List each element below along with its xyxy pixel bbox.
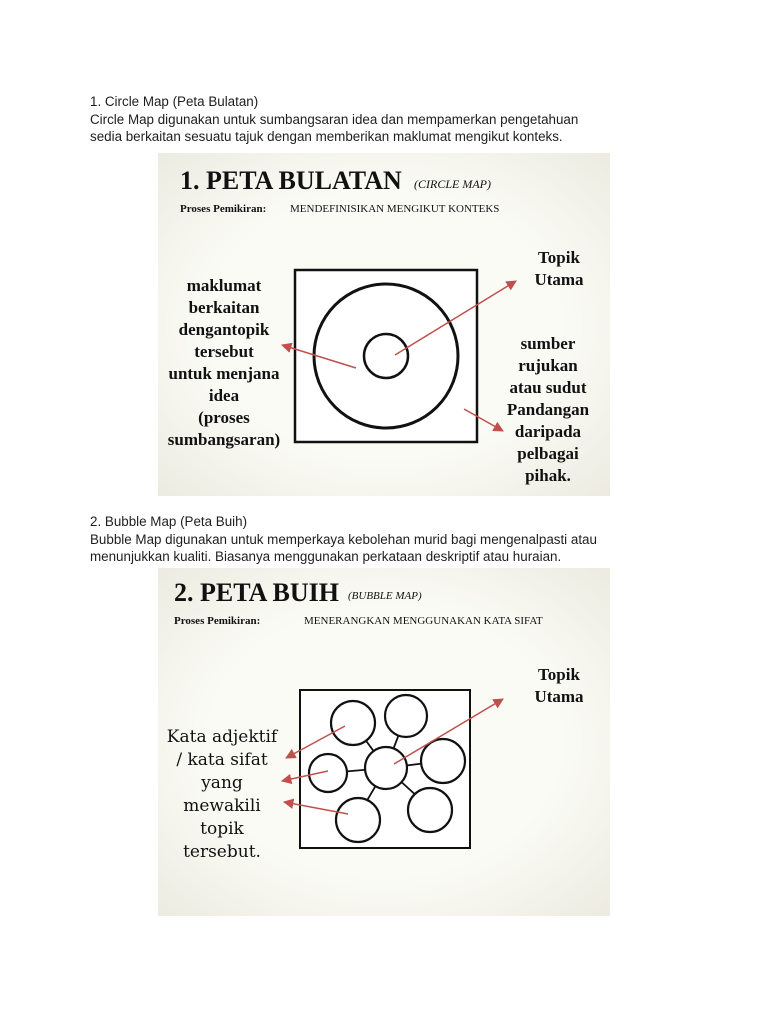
bubble	[383, 693, 429, 739]
arrow-left	[285, 725, 346, 759]
process-label: Proses Pemikiran:	[180, 203, 266, 215]
bubble-map-diagram: 2. PETA BUIH (BUBBLE MAP) Proses Pemikir…	[167, 578, 584, 862]
description-line: Circle Map digunakan untuk sumbangsaran …	[90, 111, 579, 127]
label-line: sumbangsaran)	[168, 430, 280, 449]
label-line: rujukan	[518, 356, 578, 375]
section-heading: 1. Circle Map (Peta Bulatan)	[90, 94, 259, 109]
label-line: Utama	[534, 270, 584, 289]
label-line: tersebut.	[183, 842, 261, 862]
outer-circle	[312, 282, 460, 430]
arrow-topic	[394, 280, 517, 356]
label-line: Topik	[538, 248, 580, 267]
slide-title: 1. PETA BULATAN	[180, 166, 402, 195]
section-heading: 2. Bubble Map (Peta Buih)	[90, 514, 248, 529]
arrow-left	[280, 770, 329, 785]
left-label: Kata adjektif / kata sifat yang mewakili…	[167, 727, 279, 862]
right-label: sumber rujukan atau sudut Pandangan dari…	[507, 334, 590, 485]
label-line: Kata adjektif	[167, 727, 279, 747]
arrow-left	[280, 342, 357, 369]
topic-label: Topik Utama	[534, 665, 584, 706]
label-line: sumber	[521, 334, 576, 353]
arrow-left	[282, 798, 349, 815]
label-line: topik	[200, 819, 244, 839]
slide-subtitle: (CIRCLE MAP)	[414, 177, 491, 191]
section-bubble-map-text: 2. Bubble Map (Peta Buih) Bubble Map dig…	[90, 513, 690, 566]
bubble-map-slide: 2. PETA BUIH (BUBBLE MAP) Proses Pemikir…	[158, 568, 610, 916]
label-line: daripada	[515, 422, 582, 441]
label-line: / kata sifat	[176, 750, 268, 770]
label-line: idea	[209, 386, 240, 405]
label-line: Topik	[538, 665, 580, 684]
bubble	[406, 786, 454, 834]
label-line: tersebut	[194, 342, 254, 361]
label-line: atau sudut	[509, 378, 586, 397]
section-circle-map-text: 1. Circle Map (Peta Bulatan) Circle Map …	[90, 93, 690, 146]
circle-map-diagram: 1. PETA BULATAN (CIRCLE MAP) Proses Pemi…	[168, 166, 590, 485]
description-line: menunjukkan kualiti. Biasanya menggunaka…	[90, 549, 562, 564]
arrow-topic	[393, 698, 504, 765]
arrow-right	[463, 408, 504, 432]
process-label: Proses Pemikiran:	[174, 615, 260, 627]
center-bubble	[363, 745, 409, 791]
left-label: maklumat berkaitan dengantopik tersebut …	[168, 276, 280, 449]
bubble	[307, 752, 349, 794]
label-line: berkaitan	[189, 298, 260, 317]
label-line: (proses	[198, 408, 250, 427]
bubble	[334, 796, 382, 844]
frame-of-reference	[293, 268, 479, 444]
label-line: Pandangan	[507, 400, 590, 419]
process-value: MENDEFINISIKAN MENGIKUT KONTEKS	[290, 203, 499, 215]
slide-title: 2. PETA BUIH	[174, 578, 339, 607]
inner-circle	[362, 332, 410, 380]
label-line: yang	[200, 773, 243, 793]
circle-map-slide: 1. PETA BULATAN (CIRCLE MAP) Proses Pemi…	[158, 153, 610, 496]
label-line: untuk menjana	[168, 364, 280, 383]
description-line: Bubble Map digunakan untuk memperkaya ke…	[90, 531, 597, 547]
label-line: pelbagai	[517, 444, 579, 463]
bubble	[419, 737, 467, 785]
topic-label: Topik Utama	[534, 248, 584, 289]
label-line: pihak.	[525, 466, 571, 485]
description-line: sedia berkaitan sesuatu tajuk dengan mem…	[90, 129, 563, 144]
slide-subtitle: (BUBBLE MAP)	[348, 590, 422, 602]
process-value: MENERANGKAN MENGGUNAKAN KATA SIFAT	[304, 615, 543, 627]
label-line: dengantopik	[179, 320, 270, 339]
label-line: maklumat	[187, 276, 262, 295]
label-line: mewakili	[183, 796, 261, 816]
bubble	[329, 699, 377, 747]
label-line: Utama	[534, 687, 584, 706]
